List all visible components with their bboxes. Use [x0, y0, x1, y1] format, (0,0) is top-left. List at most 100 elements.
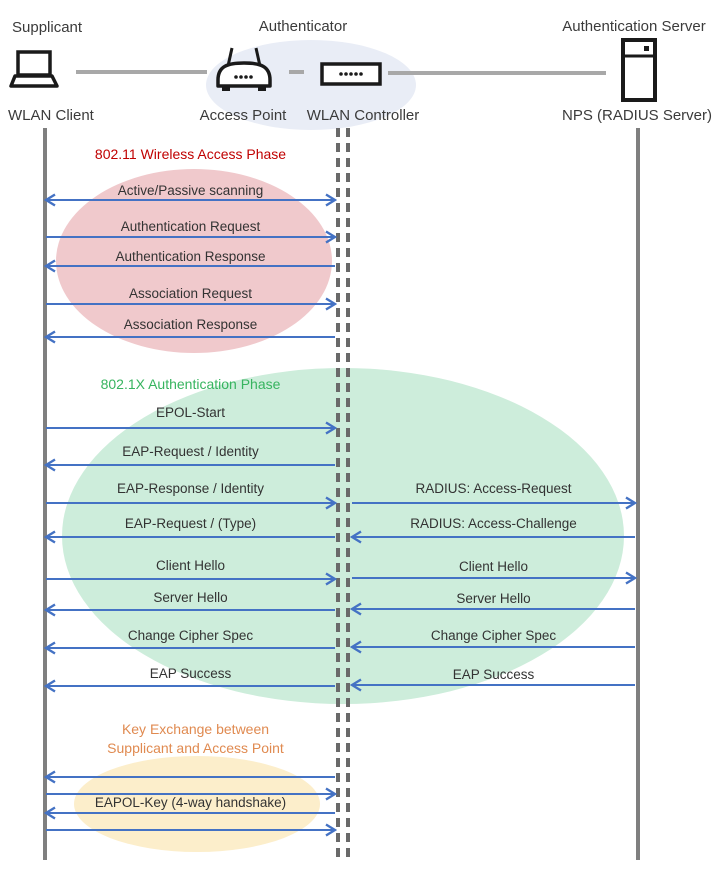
arrowhead-right-icon: [325, 297, 337, 311]
connector-ap-controller: [289, 70, 304, 74]
arrow-line: [46, 776, 335, 778]
arrow-line: [46, 536, 335, 538]
message-label: EPOL-Start: [155, 405, 226, 420]
arrowhead-right-icon: [325, 193, 337, 207]
device-nps-radius-server: NPS (RADIUS Server): [561, 107, 713, 124]
arrow-line: [46, 464, 335, 466]
message-arrow-left: [44, 641, 337, 655]
lifeline-controller-dashed-left: [336, 128, 340, 860]
message-arrow-right: [350, 571, 637, 585]
arrowhead-right-icon: [325, 572, 337, 586]
message-label: Client Hello: [155, 558, 226, 573]
arrowhead-right-icon: [325, 823, 337, 837]
arrow-line: [352, 608, 635, 610]
phase-title-key-exchange-line2: Supplicant and Access Point: [107, 740, 284, 756]
arrow-line: [352, 646, 635, 648]
role-authentication-server: Authentication Server: [562, 18, 706, 35]
message-arrow-right: [44, 297, 337, 311]
message-label: Active/Passive scanning: [117, 183, 264, 198]
message-arrow-right: [44, 572, 337, 586]
arrow-line: [46, 427, 335, 429]
message-label: EAP-Request / Identity: [122, 444, 259, 459]
device-wlan-controller: WLAN Controller: [306, 107, 420, 124]
message-arrow-left: [44, 458, 337, 472]
message-label: Client Hello: [458, 559, 529, 574]
arrowhead-right-icon: [625, 496, 637, 510]
arrowhead-left-icon: [44, 679, 56, 693]
lifeline-controller-dashed-right: [346, 128, 350, 860]
phase-title-key-exchange-line1: Key Exchange between: [121, 721, 270, 737]
arrowhead-left-icon: [44, 530, 56, 544]
message-arrow-right: [44, 823, 337, 837]
arrowhead-right-icon: [625, 571, 637, 585]
arrow-line: [46, 647, 335, 649]
device-wlan-client: WLAN Client: [8, 107, 94, 124]
message-arrow-left: [44, 530, 337, 544]
connector-client-ap: [76, 70, 207, 74]
arrow-line: [46, 336, 335, 338]
arrowhead-left-icon: [44, 641, 56, 655]
arrow-line: [352, 536, 635, 538]
lifeline-wlan-client: [43, 128, 47, 860]
message-label: RADIUS: Access-Request: [415, 481, 572, 496]
arrow-line: [352, 684, 635, 686]
arrowhead-left-icon: [44, 458, 56, 472]
message-label: EAP Success: [452, 667, 535, 682]
arrow-line: [46, 303, 335, 305]
device-access-point: Access Point: [199, 107, 287, 124]
message-label: Authentication Response: [115, 249, 266, 264]
message-arrow-left: [350, 640, 637, 654]
arrowhead-right-icon: [325, 496, 337, 510]
arrowhead-left-icon: [350, 678, 362, 692]
arrow-line: [46, 829, 335, 831]
arrowhead-left-icon: [44, 603, 56, 617]
message-arrow-right: [44, 421, 337, 435]
arrowhead-left-icon: [350, 530, 362, 544]
arrowhead-left-icon: [350, 640, 362, 654]
message-arrow-left: [350, 678, 637, 692]
arrow-line: [46, 502, 335, 504]
message-label: Association Request: [128, 286, 253, 301]
arrow-line: [46, 578, 335, 580]
arrowhead-left-icon: [44, 806, 56, 820]
arrowhead-left-icon: [350, 602, 362, 616]
arrow-line: [46, 685, 335, 687]
message-label: EAP-Request / (Type): [124, 516, 257, 531]
message-arrow-right: [44, 230, 337, 244]
arrowhead-left-icon: [44, 259, 56, 273]
message-arrow-left: [44, 259, 337, 273]
message-arrow-left: [350, 602, 637, 616]
arrowhead-left-icon: [44, 330, 56, 344]
message-arrow-left: [44, 679, 337, 693]
access-point-icon: [216, 47, 272, 91]
wlan-controller-icon: [320, 62, 382, 86]
message-arrow-right: [350, 496, 637, 510]
role-supplicant: Supplicant: [12, 19, 83, 36]
message-arrow-right: [44, 787, 337, 801]
connector-controller-server: [388, 71, 606, 75]
message-arrow-right: [44, 496, 337, 510]
message-arrow-left: [350, 530, 637, 544]
message-label: EAP Success: [149, 666, 232, 681]
message-label: EAPOL-Key (4-way handshake): [94, 795, 287, 810]
arrow-line: [46, 793, 335, 795]
arrow-line: [46, 199, 335, 201]
phase-title-wireless: 802.11 Wireless Access Phase: [94, 146, 287, 162]
message-label: Server Hello: [456, 591, 531, 606]
message-label: EAP-Response / Identity: [116, 481, 265, 496]
message-arrow-left: [44, 770, 337, 784]
role-authenticator: Authenticator: [258, 18, 348, 35]
arrow-line: [46, 236, 335, 238]
laptop-icon: [9, 50, 59, 88]
arrow-line: [46, 609, 335, 611]
phase-title-dot1x: 802.1X Authentication Phase: [100, 376, 281, 392]
message-arrow-both: [44, 193, 337, 207]
key-exchange-ellipse: [74, 756, 320, 852]
arrowhead-right-icon: [325, 230, 337, 244]
arrowhead-left-icon: [44, 770, 56, 784]
message-label: Association Response: [123, 317, 258, 332]
message-label: Change Cipher Spec: [127, 628, 254, 643]
server-icon: [621, 38, 657, 102]
arrowhead-right-icon: [325, 421, 337, 435]
